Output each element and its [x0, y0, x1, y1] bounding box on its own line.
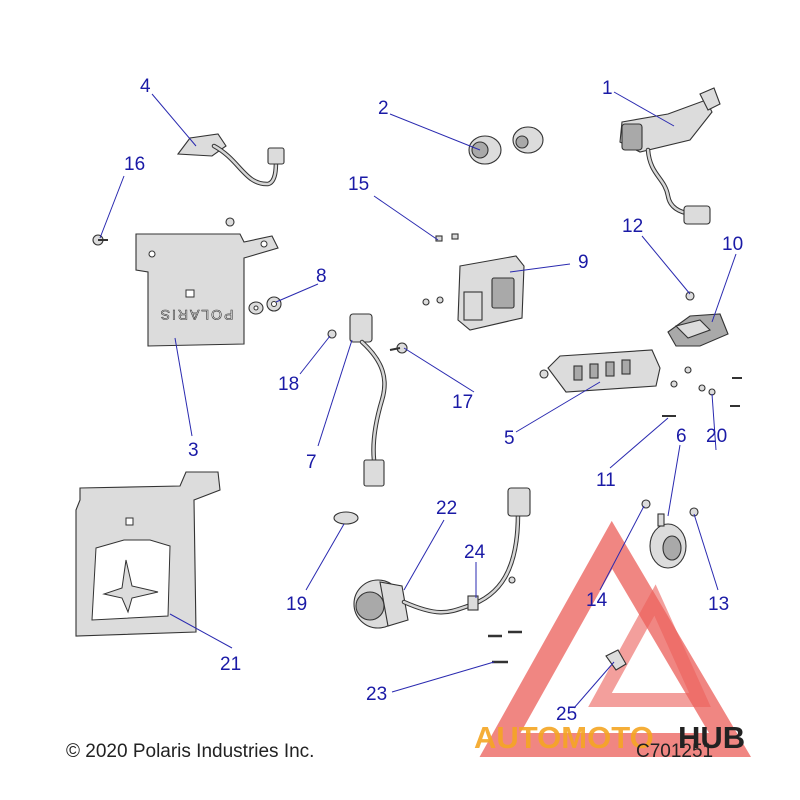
- callout-6: 6: [676, 426, 687, 447]
- callout-23: 23: [366, 684, 387, 705]
- drawing-code: C701251: [636, 741, 714, 762]
- watermark-text-hub: HUB: [678, 720, 745, 755]
- part-light-harness: [176, 133, 285, 187]
- switch-rockers: [573, 359, 631, 381]
- callout-4: 4: [140, 76, 151, 97]
- callout-13: 13: [708, 594, 729, 615]
- part-plate-bracket: [75, 471, 221, 637]
- callout-19: 19: [286, 594, 307, 615]
- callout-3: 3: [188, 440, 199, 461]
- callout-21: 21: [220, 654, 241, 675]
- leader-lines: [99, 91, 737, 709]
- callout-7: 7: [306, 452, 317, 473]
- part-horn-6: [649, 513, 687, 569]
- part-upper-plate: POLARIS: [135, 217, 279, 347]
- callout-10: 10: [722, 234, 743, 255]
- part-hardware-20: [670, 366, 742, 407]
- part-display-module: [422, 255, 525, 331]
- plate-stamp-text: POLARIS: [159, 307, 234, 323]
- part-bulb-25: [605, 649, 627, 671]
- part-switch-bank: [539, 349, 661, 393]
- callout-2: 2: [378, 98, 389, 119]
- watermark-text: AUTOMOTO HUB: [474, 720, 745, 755]
- part-cover: [667, 313, 729, 347]
- part-motor-harness: [353, 487, 531, 629]
- callout-11: 11: [596, 470, 616, 491]
- watermark-text-automoto: AUTOMOTO: [474, 720, 654, 755]
- callout-16: 16: [124, 154, 145, 175]
- part-harness-7: [349, 313, 387, 487]
- callout-5: 5: [504, 428, 515, 449]
- callout-22: 22: [436, 498, 457, 519]
- callout-1: 1: [602, 78, 613, 99]
- copyright-notice: © 2020 Polaris Industries Inc.: [66, 741, 315, 762]
- part-caps: [468, 126, 544, 165]
- callout-18: 18: [278, 374, 299, 395]
- watermark-logo: [479, 520, 752, 757]
- callout-14: 14: [586, 590, 608, 611]
- part-screws-23: [488, 576, 522, 664]
- part-bolt-12: [685, 291, 695, 301]
- callout-9: 9: [578, 252, 589, 273]
- callout-labels: 1 2 3 4 5 6 7 8 9 10 11 12 13 14 15 16 1…: [124, 76, 743, 725]
- part-screws-15: [435, 233, 459, 242]
- callout-25: 25: [556, 704, 577, 725]
- part-key-switch: [619, 87, 721, 225]
- callout-8: 8: [316, 266, 327, 287]
- callout-17: 17: [452, 392, 473, 413]
- callout-12: 12: [622, 216, 643, 237]
- part-bolt-17: [389, 342, 408, 354]
- callout-24: 24: [464, 542, 486, 563]
- part-washers: [248, 296, 282, 315]
- part-clip-19: [333, 511, 359, 525]
- callout-20: 20: [706, 426, 727, 447]
- callout-15: 15: [348, 174, 369, 195]
